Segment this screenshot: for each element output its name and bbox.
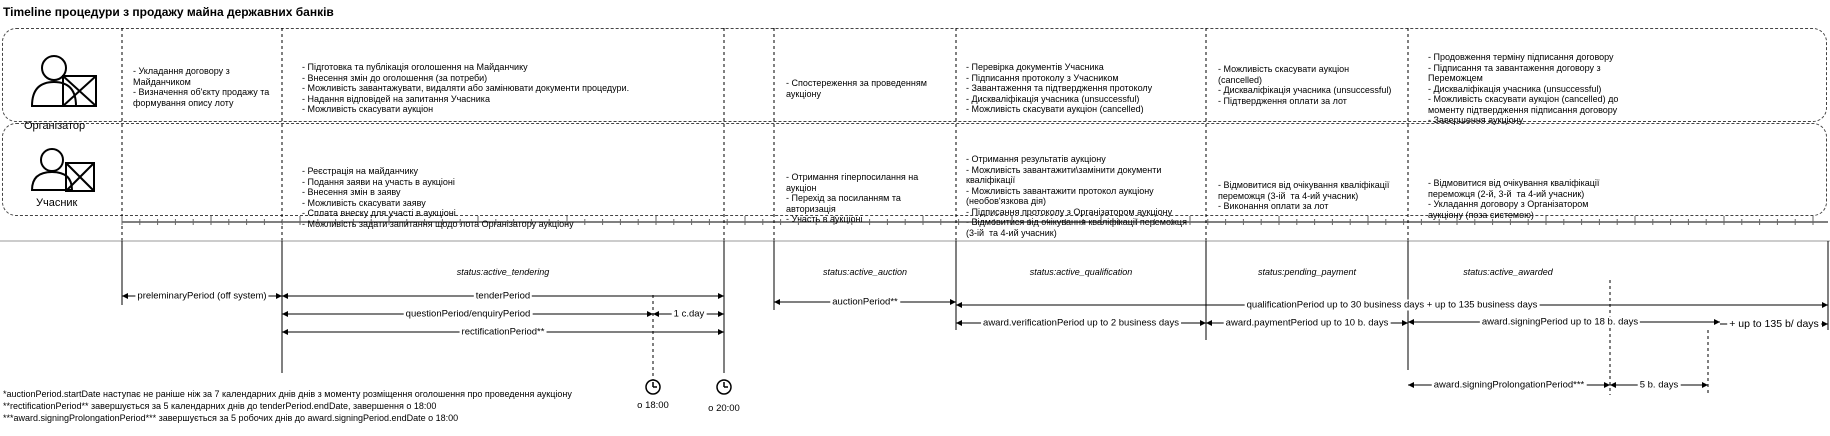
status-label: status:active_tendering [456, 267, 550, 277]
organizer-cell: - Можливість скасувати аукціон (cancelle… [1218, 64, 1392, 106]
status-label: status:pending_payment [1257, 267, 1357, 277]
timeline-ruler [0, 216, 1830, 242]
status-label: status:active_qualification [1029, 267, 1133, 277]
period-label: award.verificationPeriod up to 2 busines… [981, 317, 1181, 329]
organizer-label: Організатор [24, 120, 86, 132]
status-label: status:active_awarded [1463, 267, 1553, 277]
period-label: award.signingPeriod up to 18 b. days [1479, 316, 1641, 328]
clock-icon [645, 379, 661, 395]
period-label: award.paymentPeriod up to 10 b. days [1223, 317, 1391, 329]
participant-cell: - Відмовитися від очікування кваліфікаці… [1428, 178, 1600, 220]
organizer-cell: - Спостереження за проведенням аукціону [786, 78, 927, 99]
footnote: *auctionPeriod.startDate наступає не ран… [3, 389, 572, 399]
time-label: о 20:00 [708, 403, 740, 414]
period-label: 1 c.day [671, 308, 707, 320]
organizer-lane [2, 28, 1827, 122]
participant-cell: - Відмовитися від очікування кваліфікаці… [1218, 180, 1390, 211]
period-label: questionPeriod/enquiryPeriod [403, 308, 533, 320]
period-arrows [122, 293, 1828, 388]
participant-cell: - Отримання гіперпосилання на аукціон - … [786, 172, 919, 224]
period-label: award.signingProlongationPeriod*** [1431, 379, 1587, 391]
participant-lane [2, 123, 1827, 216]
organizer-cell: - Укладання договору з Майданчиком - Виз… [133, 66, 270, 108]
period-label: qualificationPeriod up to 30 business da… [1244, 299, 1540, 311]
organizer-cell: - Перевірка документів Учасника - Підпис… [966, 62, 1153, 114]
period-label: 5 b. days [1637, 379, 1681, 391]
participant-cell: - Реєстрація на майданчику - Подання зая… [302, 166, 574, 229]
period-label: rectificationPeriod** [459, 326, 547, 338]
footnote: **rectificationPeriod** завершується за … [3, 401, 437, 411]
organizer-user-icon [30, 55, 97, 107]
clock-icon [716, 379, 732, 395]
participant-user-icon [30, 148, 95, 192]
organizer-cell: - Підготовка та публікація оголошення на… [302, 62, 630, 114]
period-label: + up to 135 b/ days [1727, 318, 1821, 330]
status-label: status:active_auction [822, 267, 908, 277]
time-label: о 18:00 [637, 400, 669, 411]
period-label: preleminaryPeriod (off system) [135, 290, 269, 302]
participant-label: Учасник [36, 197, 78, 209]
period-label: tenderPeriod [473, 290, 533, 302]
page-title: Timeline процедури з продажу майна держа… [3, 5, 334, 19]
organizer-cell: - Продовження терміну підписання договор… [1428, 52, 1619, 125]
footnote: ***award.signingProlongationPeriod*** за… [3, 413, 459, 423]
phase-separators [121, 28, 1409, 250]
participant-cell: - Отримання результатів аукціону - Можли… [966, 154, 1187, 238]
period-label: auctionPeriod** [830, 296, 900, 308]
